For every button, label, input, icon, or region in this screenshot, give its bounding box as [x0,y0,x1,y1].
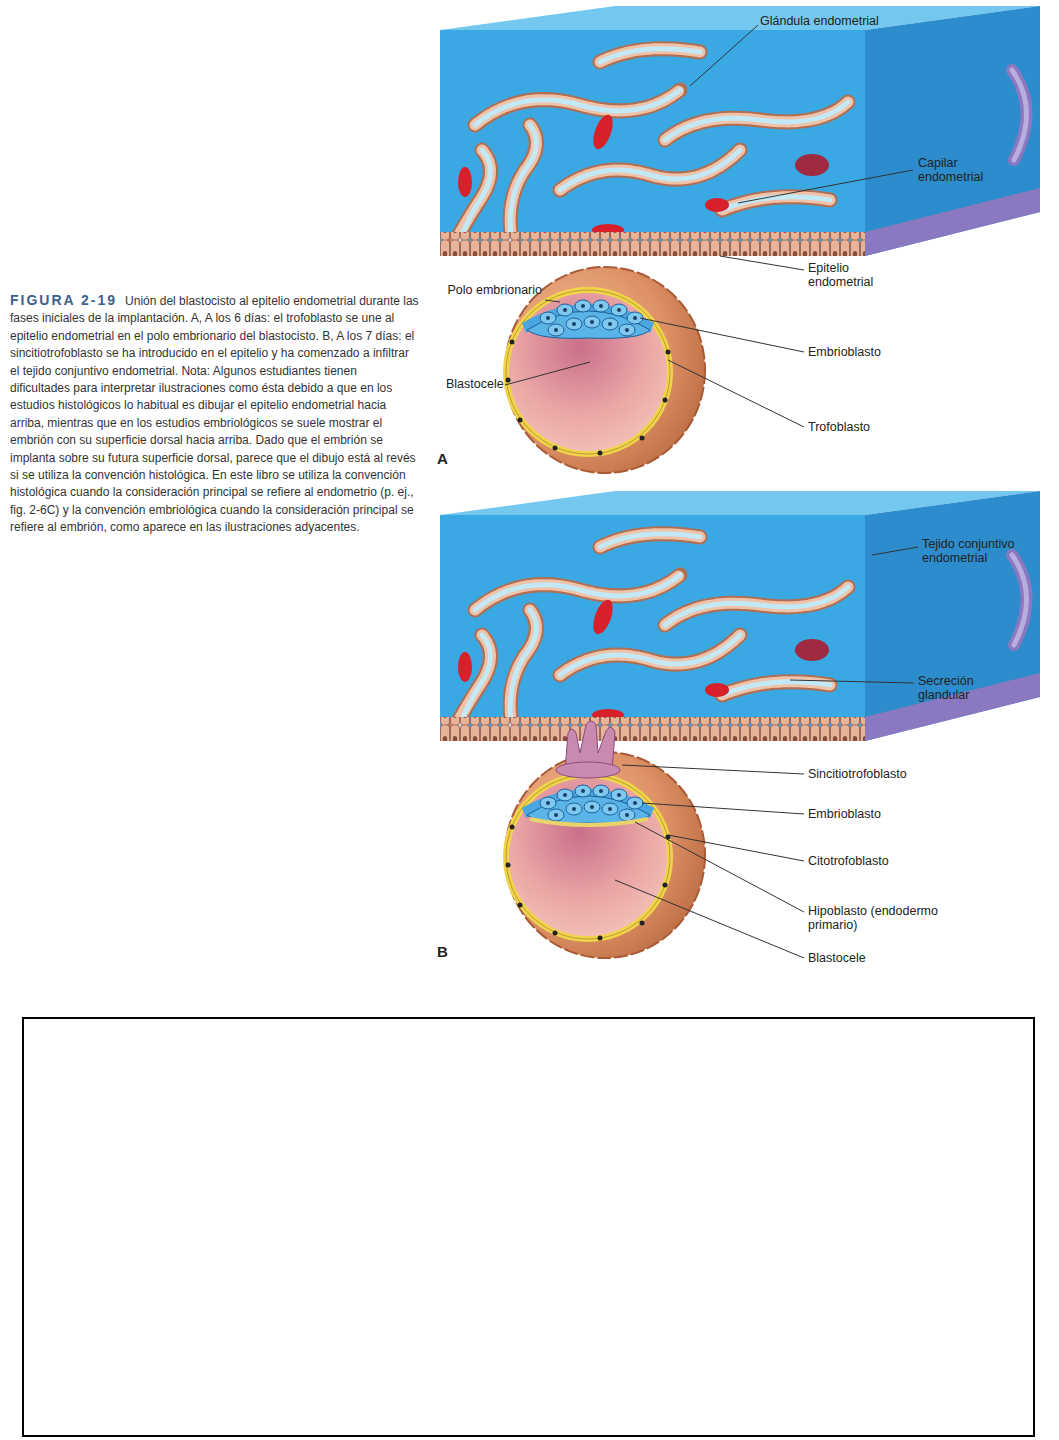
blastocyst [505,752,705,958]
part-label: Tejido conjuntivo endometrial [922,537,1052,566]
part-label: Secreción glandular [918,674,1008,703]
figure-caption: Unión del blastocisto al epitelio endome… [10,294,419,534]
syncytiotrophoblast [556,721,620,778]
panel-letter: A [437,450,448,467]
part-label: Trofoblasto [808,420,870,434]
part-label: Citotrofoblasto [808,854,889,868]
part-label: Polo embrionario [446,283,542,297]
figure-caption-block: FIGURA 2-19Unión del blastocisto al epit… [10,292,420,537]
leader-lines [505,25,918,958]
part-label: Blastocele [446,377,504,391]
part-label: Embrioblasto [808,807,881,821]
part-label: Hipoblasto (endodermo primario) [808,904,946,933]
part-label: Embrioblasto [808,345,881,359]
hypoblast-layer [530,819,648,825]
part-label: Epitelio endometrial [808,261,900,290]
part-label: Sincitiotrofoblasto [808,767,907,781]
part-label: Blastocele [808,951,866,965]
part-label: Capilar endometrial [918,156,1010,185]
part-label: Glándula endometrial [760,14,879,28]
endometrium-block [440,6,1040,256]
empty-answer-box [23,1018,1034,1436]
panel-a-figure [440,6,1040,473]
figure-number: FIGURA 2-19 [10,292,117,308]
panel-letter: B [437,943,448,960]
endometrium-block [440,491,1040,741]
blastocyst [505,267,705,473]
